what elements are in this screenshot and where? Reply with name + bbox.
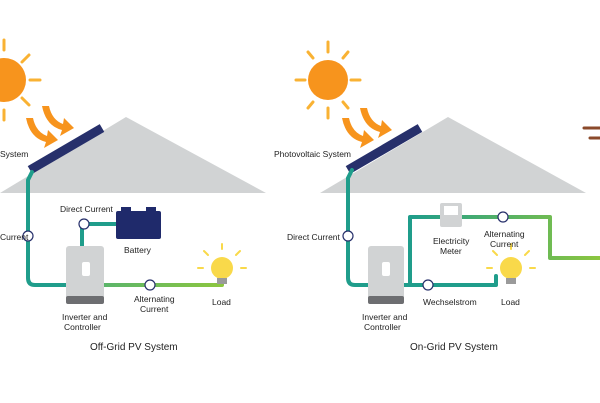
alternating-current-label-line1: Alternating [134,294,175,304]
sun-icon [0,38,42,122]
pv-system-label: Photovoltaic System [274,149,351,159]
house-roof [0,117,266,193]
electricity-meter-icon [440,203,462,227]
load-label: Load [212,297,231,307]
sunlight-arrow-icon [342,108,392,148]
house-roof [320,117,586,193]
inverter-icon [368,246,404,304]
inverter-icon [66,246,104,304]
alternating-current-label-line2: Current [140,304,169,314]
sunlight-arrow-icon [26,106,74,148]
alternating-current-label-line1: Alternating [484,229,525,239]
alternating-current-label-line2: Current [490,239,519,249]
inverter-label-line2: Controller [64,322,101,332]
battery-icon [116,207,161,239]
off-grid-caption: Off-Grid PV System [90,342,178,353]
off-grid-scene: System Direct Current Current Battery In… [0,38,266,353]
inverter-label-line1: Inverter and [62,312,108,322]
wechselstrom-label: Wechselstrom [423,297,477,307]
power-grid-icon [582,126,600,140]
current-symbol-icon [342,211,509,291]
direct-current-label: Direct Current [60,204,114,214]
direct-current-left-label: Current [0,232,29,242]
solar-panel-icon [345,124,423,174]
direct-current-label: Direct Current [287,232,341,242]
current-symbol-icon [22,218,156,291]
on-grid-caption: On-Grid PV System [410,342,498,353]
load-label: Load [501,297,520,307]
pv-system-partial-label: System [0,149,28,159]
light-bulb-icon [486,243,536,284]
battery-label: Battery [124,245,152,255]
solar-panel-icon [27,124,105,174]
sun-icon [294,40,362,120]
inverter-label-line1: Inverter and [362,312,408,322]
light-bulb-icon [197,243,247,284]
on-grid-scene: Photovoltaic System Direct Current Elect… [274,40,600,353]
inverter-label-line2: Controller [364,322,401,332]
meter-label-line1: Electricity [433,236,470,246]
meter-label-line2: Meter [440,246,462,256]
